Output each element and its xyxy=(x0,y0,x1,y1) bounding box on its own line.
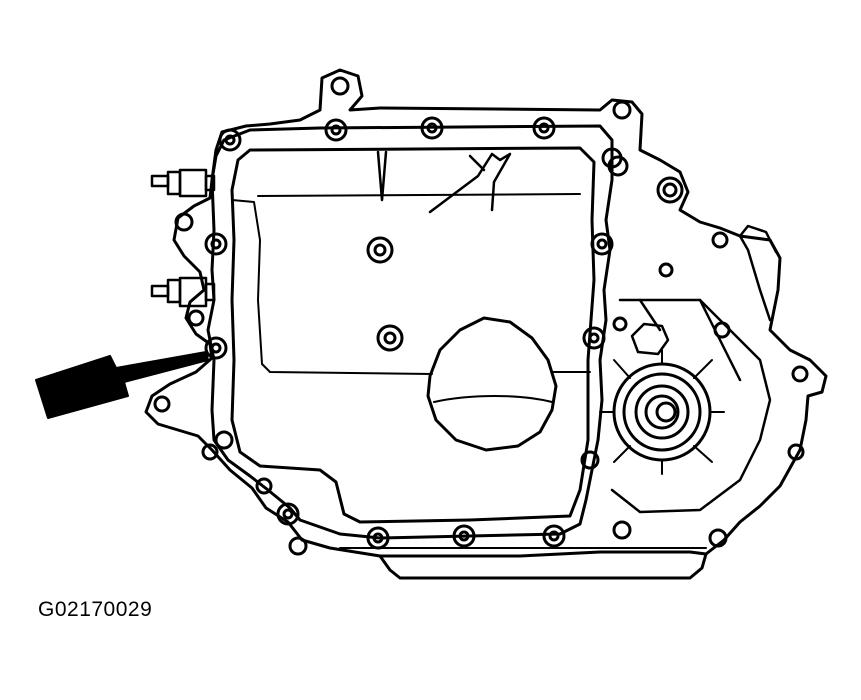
case-boss xyxy=(656,176,684,204)
case-boss xyxy=(612,520,632,540)
case-boss xyxy=(288,536,308,556)
speed-sensor xyxy=(630,322,670,356)
case-boss xyxy=(174,212,194,232)
cooler-line-fittings xyxy=(150,168,216,308)
case-boss xyxy=(153,395,171,413)
pan-boss xyxy=(373,243,387,257)
case-boss xyxy=(658,262,674,278)
pan-boss xyxy=(366,236,394,264)
case-boss xyxy=(201,443,219,461)
case-lower-lip xyxy=(378,552,708,580)
case-boss xyxy=(708,528,728,548)
case-boss xyxy=(330,76,350,96)
case-boss xyxy=(711,231,729,249)
case-boss xyxy=(187,309,205,327)
case-boss xyxy=(612,100,632,120)
pointer-arrow xyxy=(35,351,209,419)
case-boss xyxy=(255,477,273,495)
transaxle-case-outline xyxy=(144,68,828,558)
oil-pan-dome xyxy=(426,316,558,452)
case-boss xyxy=(662,182,678,198)
oil-pan-bolts xyxy=(204,116,623,550)
oil-pan-flange xyxy=(206,124,614,540)
oil-pan-inner xyxy=(230,146,596,524)
pan-boss xyxy=(383,331,397,345)
figure-code-label: G02170029 xyxy=(38,598,153,621)
case-boss xyxy=(787,443,805,461)
oil-pan-rib xyxy=(428,152,512,214)
axle-output-seal xyxy=(599,349,725,475)
case-boss xyxy=(791,365,809,383)
pan-boss xyxy=(376,324,404,352)
